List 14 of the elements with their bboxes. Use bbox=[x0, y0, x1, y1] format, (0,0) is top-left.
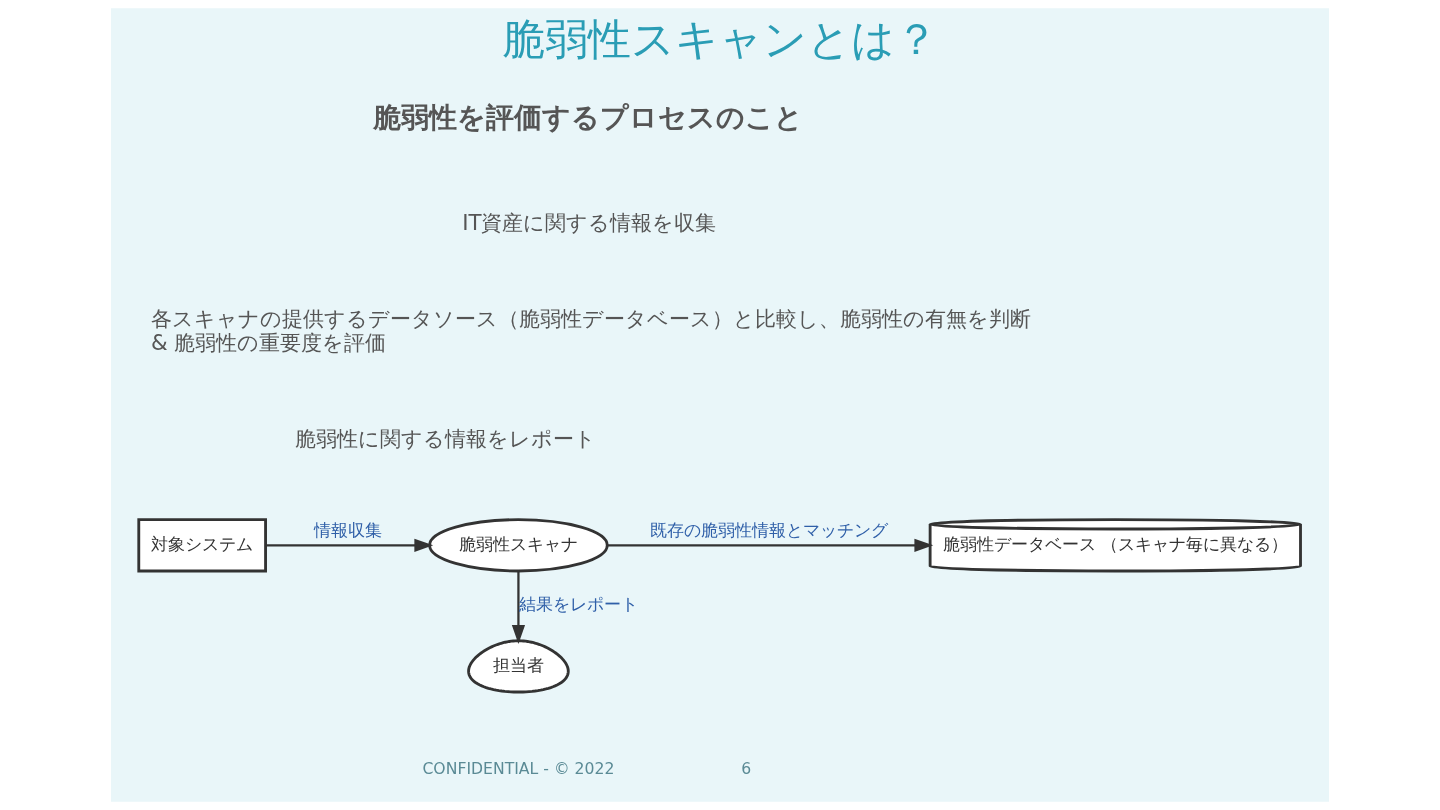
edge-label: 既存の脆弱性情報とマッチング bbox=[649, 520, 888, 541]
label: 脆弱性に関する情報をレポート bbox=[295, 426, 597, 452]
arrow bbox=[511, 571, 525, 644]
diagram-title: 脆弱性スキャンとは？ bbox=[502, 13, 938, 64]
node-box: 対象システム bbox=[137, 518, 267, 573]
label: 6 bbox=[741, 759, 752, 779]
label: 各スキャナの提供するデータソース（脆弱性データベース）と比較し、脆弱性の有無を判断 & 脆弱性の重要度を評価 bbox=[150, 305, 1031, 356]
node-ellipse: 脆弱性スキャナ bbox=[428, 518, 609, 573]
arrow bbox=[265, 538, 434, 552]
label: IT資産に関する情報を収集 bbox=[462, 209, 717, 235]
label: CONFIDENTIAL - © 2022 bbox=[422, 759, 615, 779]
label: 脆弱性を評価するプロセスのこと bbox=[373, 100, 804, 134]
arrow bbox=[607, 538, 934, 552]
edge-label: 情報収集 bbox=[313, 520, 382, 541]
